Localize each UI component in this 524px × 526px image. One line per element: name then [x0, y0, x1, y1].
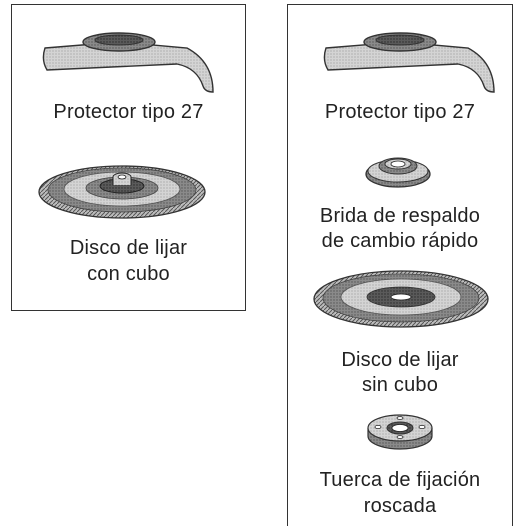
- guard-label: Protector tipo 27: [324, 101, 476, 123]
- threaded-locking-nut-icon: [367, 414, 433, 450]
- type-27-guard-icon: [323, 32, 495, 93]
- hubless-sanding-disc-icon: [313, 270, 489, 328]
- hubless-disc-label-line1: Disco de lijar: [341, 349, 459, 371]
- quick-change-backing-flange-icon: [365, 157, 431, 188]
- hubbed-sanding-disc-icon: [38, 165, 206, 219]
- type-27-guard-icon: [42, 32, 214, 93]
- hubbed-disc-label-line1: Disco de lijar: [69, 237, 188, 259]
- hubless-disc-label-line2: sin cubo: [361, 374, 439, 396]
- hubbed-disc-label-line2: con cubo: [87, 263, 170, 285]
- flange-label-line1: Brida de respaldo: [319, 205, 481, 227]
- nut-label-line2: roscada: [363, 495, 437, 517]
- nut-label-line1: Tuerca de fijación: [319, 469, 481, 491]
- guard-label: Protector tipo 27: [53, 101, 204, 123]
- flange-label-line2: de cambio rápido: [321, 230, 479, 252]
